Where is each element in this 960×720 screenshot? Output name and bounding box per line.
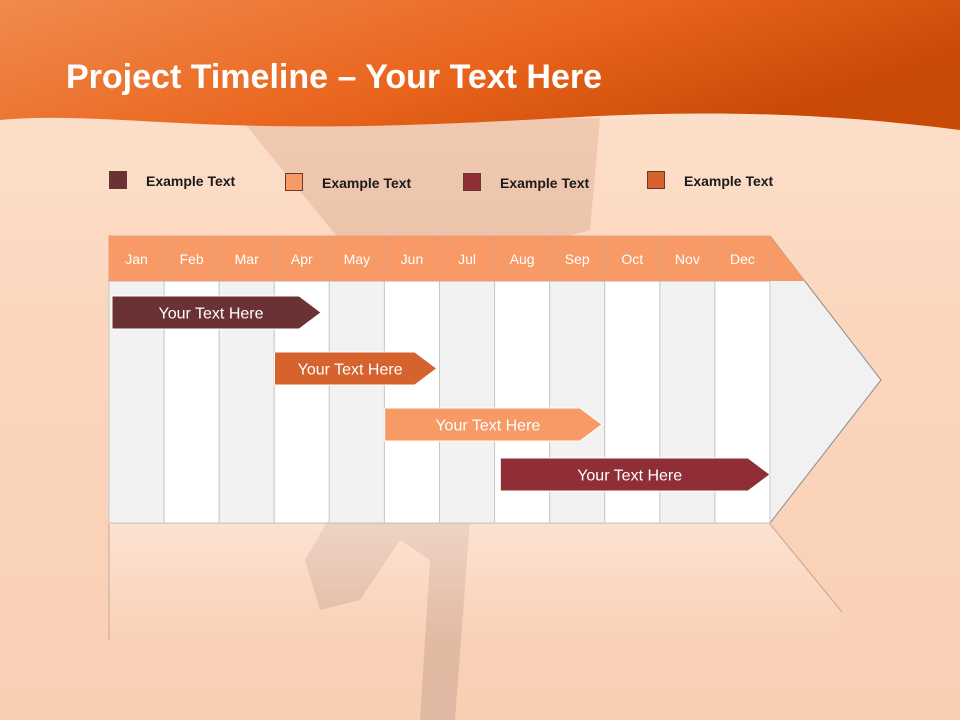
header-arrow-tip <box>770 236 805 281</box>
month-column-may <box>328 280 385 524</box>
task-label-2: Your Text Here <box>298 362 403 379</box>
legend-swatch-3 <box>463 173 481 191</box>
title-subtitle: – Your Text Here <box>328 58 603 96</box>
month-header-dec <box>714 235 771 282</box>
month-label-oct: Oct <box>621 251 643 267</box>
task-label-3: Your Text Here <box>435 418 540 435</box>
month-label-apr: Apr <box>291 251 313 267</box>
page-title: Project Timeline – Your Text Here <box>66 60 602 94</box>
month-header-jan <box>108 235 165 282</box>
legend-swatch-1 <box>109 171 127 189</box>
month-label-sep: Sep <box>565 251 590 267</box>
reflection-edge-right <box>769 523 843 613</box>
month-header-may <box>328 235 385 282</box>
task-label-4: Your Text Here <box>577 468 682 485</box>
month-label-mar: Mar <box>235 251 259 267</box>
month-header-aug <box>494 235 551 282</box>
month-label-aug: Aug <box>510 251 535 267</box>
legend-label-4: Example Text <box>684 173 774 189</box>
month-header-nov <box>659 235 716 282</box>
month-header-feb <box>163 235 220 282</box>
month-header-apr <box>273 235 330 282</box>
month-label-feb: Feb <box>180 251 204 267</box>
legend-label-1: Example Text <box>146 173 236 189</box>
month-label-jun: Jun <box>401 251 424 267</box>
month-header-jul <box>439 235 496 282</box>
legend-swatch-4 <box>647 171 665 189</box>
month-column-jun <box>383 280 440 524</box>
task-bar-3 <box>384 407 603 442</box>
legend-swatch-2 <box>285 173 303 191</box>
timeline-reflection <box>109 524 840 640</box>
legend-label-2: Example Text <box>322 175 412 191</box>
header-band <box>0 0 960 130</box>
legend-label-3: Example Text <box>500 175 590 191</box>
month-label-jan: Jan <box>125 251 148 267</box>
task-bar-4 <box>499 457 771 492</box>
month-header-jun <box>383 235 440 282</box>
month-label-dec: Dec <box>730 251 755 267</box>
month-column-jul <box>439 280 496 524</box>
month-header-sep <box>549 235 606 282</box>
month-label-may: May <box>344 251 370 267</box>
month-label-nov: Nov <box>675 251 700 267</box>
task-bar-1 <box>111 295 322 330</box>
title-main: Project Timeline <box>66 58 329 96</box>
month-header-mar <box>218 235 275 282</box>
task-label-1: Your Text Here <box>159 306 264 323</box>
month-label-jul: Jul <box>458 251 476 267</box>
task-bar-2 <box>273 351 438 386</box>
